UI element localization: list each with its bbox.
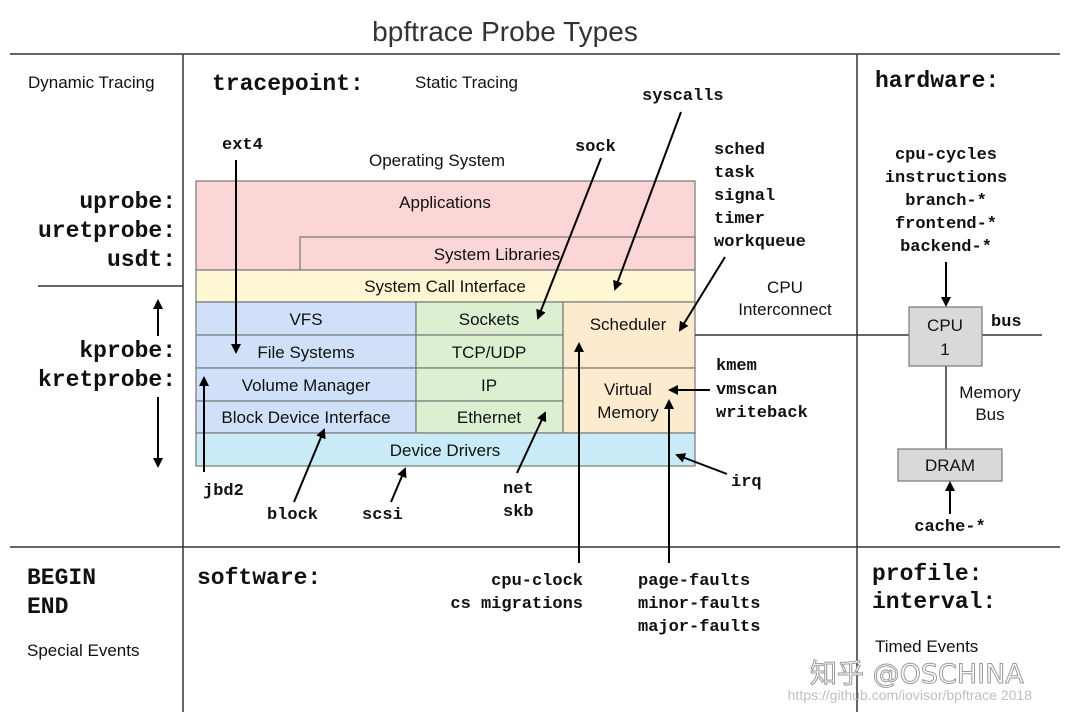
kprobe-probe-label: kprobe: (79, 338, 176, 364)
kretprobe-probe-label: kretprobe: (38, 367, 176, 393)
vfs-label: VFS (289, 310, 322, 329)
tracepoint-probe-label: tracepoint: (212, 71, 364, 97)
sockets-label: Sockets (459, 310, 519, 329)
device-drivers-label: Device Drivers (390, 441, 501, 460)
syscalls-arrow (613, 111, 682, 291)
major-faults-event: major-faults (638, 618, 760, 637)
skb-tracepoint: skb (503, 503, 534, 522)
block-device-interface-label: Block Device Interface (221, 408, 390, 427)
timer-tracepoint: timer (714, 210, 765, 229)
memory-bus-label-1: Memory (959, 383, 1021, 402)
device-drivers-box (195, 432, 696, 467)
block-tracepoint: block (267, 506, 318, 525)
dram-label: DRAM (925, 456, 975, 475)
writeback-tracepoint: writeback (716, 404, 808, 423)
vfs-box (195, 301, 417, 336)
tcp-udp-label: TCP/UDP (452, 343, 527, 362)
volume-manager-label: Volume Manager (242, 376, 371, 395)
ip-label: IP (481, 376, 497, 395)
net-tracepoint: net (503, 480, 534, 499)
signal-tracepoint: signal (714, 187, 775, 206)
arrows (199, 111, 955, 563)
syscalls-tracepoint: syscalls (642, 87, 724, 106)
software-probe-label: software: (197, 565, 321, 591)
scsi-tracepoint: scsi (362, 506, 403, 525)
system-call-interface-label: System Call Interface (364, 277, 526, 296)
ext4-tracepoint: ext4 (222, 136, 263, 155)
cpu-interconnect-label-2: Interconnect (738, 300, 832, 319)
vmscan-tracepoint: vmscan (716, 381, 777, 400)
branch-event: branch-* (905, 192, 987, 211)
scsi-arrow (390, 467, 407, 503)
cache-event: cache-* (914, 518, 985, 537)
hardware-probe-label: hardware: (875, 68, 999, 94)
block-arrow (293, 428, 326, 503)
virtual-memory-label-2: Memory (597, 403, 659, 422)
ethernet-label: Ethernet (457, 408, 522, 427)
memory-bus-label-2: Bus (975, 405, 1004, 424)
jbd2-tracepoint: jbd2 (203, 482, 244, 501)
cpu-cycles-event: cpu-cycles (895, 146, 997, 165)
begin-probe-label: BEGIN (27, 565, 96, 591)
grid-lines (10, 53, 1060, 712)
scheduler-box (562, 301, 696, 369)
cpu-label-1: CPU (927, 316, 963, 335)
applications-label: Applications (399, 193, 491, 212)
dram-box (897, 448, 1003, 482)
virtual-memory-label-1: Virtual (604, 380, 652, 399)
source-url: https://github.com/iovisor/bpftrace 2018 (788, 687, 1033, 703)
bus-tracepoint: bus (991, 313, 1022, 332)
uretprobe-probe-label: uretprobe: (38, 218, 176, 244)
static-tracing-label: Static Tracing (415, 73, 518, 92)
end-probe-label: END (27, 594, 68, 620)
timed-events-label: Timed Events (875, 637, 978, 656)
backend-event: backend-* (900, 238, 992, 257)
frontend-event: frontend-* (895, 215, 997, 234)
operating-system-label: Operating System (369, 151, 505, 170)
uprobe-probe-label: uprobe: (79, 189, 176, 215)
cpu-interconnect-label-1: CPU (767, 278, 803, 297)
sock-arrow (536, 157, 602, 320)
cpu-clock-event: cpu-clock (491, 572, 583, 591)
cpu-label-2: 1 (940, 340, 949, 359)
special-events-label: Special Events (27, 641, 139, 660)
irq-tracepoint: irq (731, 473, 762, 492)
cs-migrations-event: cs migrations (450, 595, 583, 614)
volume-manager-box (195, 367, 417, 402)
watermark: 知乎 @OSCHINA (810, 659, 1024, 690)
os-stack: Applications System Libraries System Cal… (195, 180, 696, 467)
interval-probe-label: interval: (872, 589, 996, 615)
file-systems-label: File Systems (257, 343, 354, 362)
net-arrow (516, 411, 547, 474)
profile-probe-label: profile: (872, 561, 982, 587)
instructions-event: instructions (885, 169, 1007, 188)
dynamic-tracing-label: Dynamic Tracing (28, 73, 155, 92)
workqueue-tracepoint: workqueue (714, 233, 806, 252)
virtual-memory-box (562, 367, 696, 434)
minor-faults-event: minor-faults (638, 595, 760, 614)
system-call-interface-box (195, 269, 696, 303)
scheduler-label: Scheduler (590, 315, 667, 334)
kmem-tracepoint: kmem (716, 357, 757, 376)
page-title: bpftrace Probe Types (372, 16, 638, 47)
sched-arrow (678, 256, 726, 332)
irq-arrow (675, 453, 728, 475)
sched-tracepoint: sched (714, 141, 765, 160)
sock-tracepoint: sock (575, 138, 616, 157)
cpu-box (908, 306, 983, 367)
system-libraries-label: System Libraries (434, 245, 561, 264)
page-faults-event: page-faults (638, 572, 750, 591)
task-tracepoint: task (714, 164, 755, 183)
usdt-probe-label: usdt: (107, 247, 176, 273)
